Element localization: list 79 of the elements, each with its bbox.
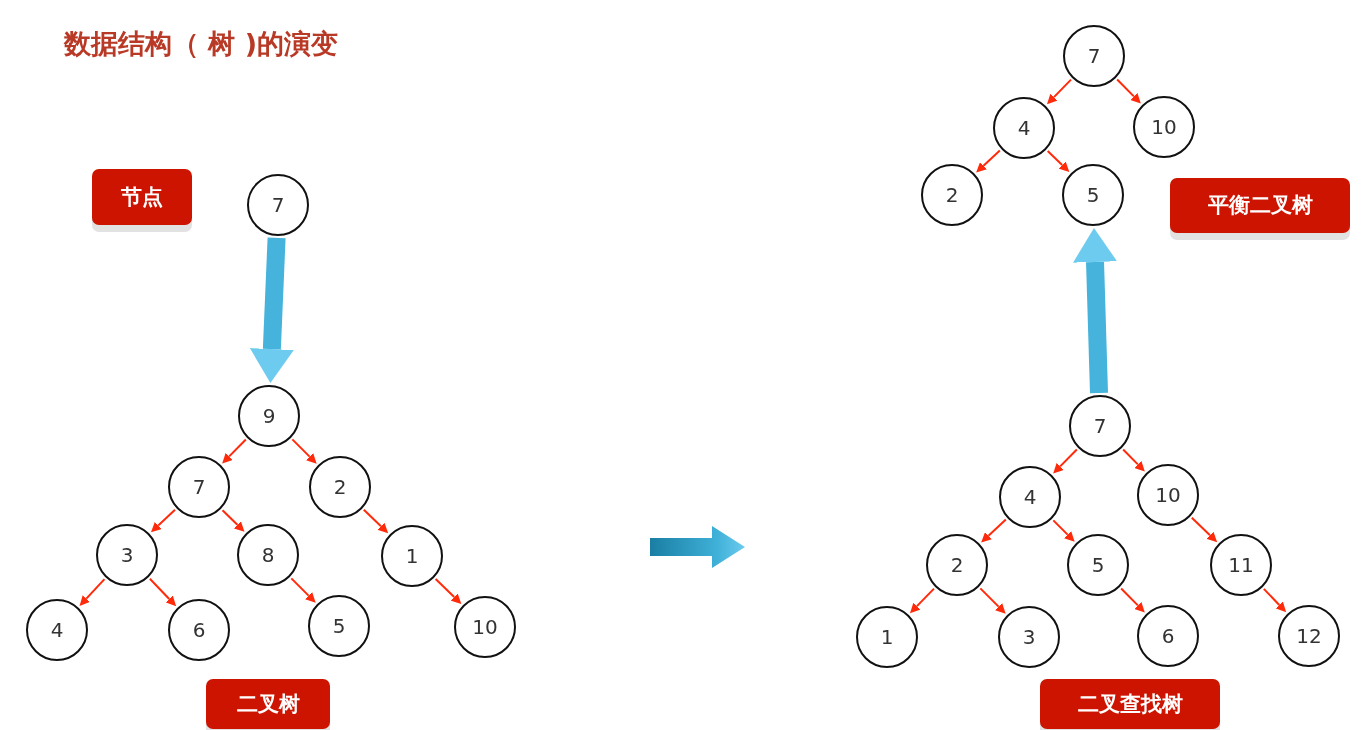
node-label: 8 — [261, 543, 275, 567]
tree-node-circle — [1069, 395, 1131, 457]
tree-node-circle — [381, 525, 443, 587]
node-label: 5 — [1091, 553, 1105, 577]
tree-node-circle — [168, 456, 230, 518]
node-label: 5 — [332, 614, 346, 638]
block-arrow — [249, 237, 294, 384]
arrow — [362, 508, 389, 534]
tree-node-circle — [96, 524, 158, 586]
arrow — [221, 509, 245, 532]
tree-node-circle — [1062, 164, 1124, 226]
node-label: 7 — [192, 475, 206, 499]
node-label: 2 — [333, 475, 347, 499]
tree-node-circle — [309, 456, 371, 518]
arrow — [1190, 516, 1218, 543]
tree-node-circle — [238, 385, 300, 447]
node-label: 6 — [1161, 624, 1175, 648]
tag-label: 二叉查找树 — [1077, 691, 1183, 718]
arrow — [222, 438, 247, 464]
tree-node-circle — [926, 534, 988, 596]
node-label: 7 — [1087, 44, 1101, 68]
tree-node-circle — [921, 164, 983, 226]
arrow — [1052, 519, 1075, 542]
arrow — [290, 577, 316, 603]
arrow — [910, 587, 935, 614]
tree-node-circle — [1063, 25, 1125, 87]
node-label: 7 — [271, 193, 285, 217]
tree-node-circle — [168, 599, 230, 661]
node-label: 2 — [945, 183, 959, 207]
tree-node-circle — [1210, 534, 1272, 596]
node-label: 4 — [50, 618, 64, 642]
tag-label: 平衡二叉树 — [1207, 192, 1313, 219]
tree-node-circle — [1278, 605, 1340, 667]
tree-node-circle — [999, 466, 1061, 528]
node-label: 5 — [1086, 183, 1100, 207]
node-label: 1 — [880, 625, 894, 649]
tag-label: 节点 — [121, 184, 163, 211]
node-label: 7 — [1093, 414, 1107, 438]
arrow — [148, 577, 177, 607]
node-label: 3 — [120, 543, 134, 567]
node-label: 10 — [1155, 483, 1181, 507]
node-label: 1 — [405, 544, 419, 568]
tree-node-circle — [1137, 464, 1199, 526]
tree-node-circle — [26, 599, 88, 661]
node-label: 4 — [1017, 116, 1031, 140]
arrow — [1116, 78, 1141, 104]
arrow — [434, 578, 462, 604]
tag-label: 二叉树 — [236, 691, 300, 718]
arrow — [79, 578, 106, 606]
arrow — [1053, 448, 1078, 474]
node-label: 2 — [950, 553, 964, 577]
arrow — [979, 587, 1006, 614]
title: 数据结构（ 树 )的演变 — [64, 27, 339, 61]
tree-node-circle — [454, 596, 516, 658]
arrow — [151, 508, 176, 533]
tree-node-circle — [993, 97, 1055, 159]
tree-node-circle — [237, 524, 299, 586]
node-label: 12 — [1296, 624, 1322, 648]
node-label: 4 — [1023, 485, 1037, 509]
tree-node-circle — [1137, 605, 1199, 667]
node-label: 10 — [1151, 115, 1177, 139]
node-label: 10 — [472, 615, 498, 639]
arrow — [1047, 78, 1072, 105]
node-label: 6 — [192, 618, 206, 642]
tree-node-circle — [1133, 96, 1195, 158]
tree-node-circle — [1067, 534, 1129, 596]
arrow — [291, 438, 317, 464]
arrow — [1262, 587, 1287, 613]
node-label: 9 — [262, 404, 276, 428]
tree-node-circle — [856, 606, 918, 668]
arrow — [1120, 587, 1145, 613]
arrow — [1046, 150, 1070, 172]
arrow — [1122, 448, 1145, 472]
node-label: 3 — [1022, 625, 1036, 649]
arrow — [981, 518, 1007, 543]
arrow — [976, 149, 1001, 173]
block-arrow — [1073, 228, 1117, 394]
tree-node-circle — [308, 595, 370, 657]
node-label: 11 — [1228, 553, 1254, 577]
